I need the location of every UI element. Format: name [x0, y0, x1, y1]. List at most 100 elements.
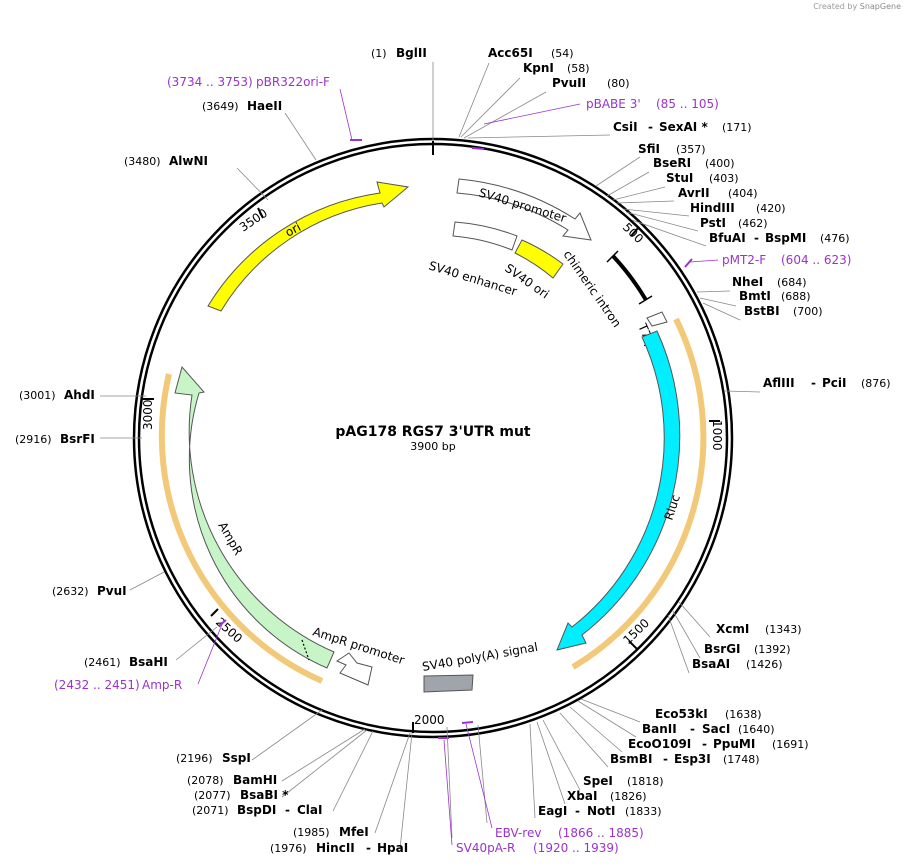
site-xbai[interactable]: XbaI: [567, 789, 597, 803]
primer-sv40pa-r[interactable]: SV40pA-R: [456, 841, 515, 855]
site-bsaai-pos: (1426): [746, 658, 783, 671]
feature-rluc[interactable]: [556, 330, 681, 651]
primer-ebv-rev[interactable]: EBV-rev: [495, 826, 541, 840]
primer-pbr322ori[interactable]: pBR322ori-F: [256, 75, 330, 89]
tick-2500: 2500: [213, 615, 245, 646]
site-bseri-pos: (400): [705, 157, 735, 170]
feature-sv40-enhancer-label: SV40 enhancer: [427, 258, 519, 298]
feature-sv40-ori[interactable]: [514, 239, 564, 279]
site-nhei[interactable]: NheI: [732, 275, 763, 289]
feature-sv40-polya-label: SV40 poly(A) signal: [421, 640, 539, 674]
site-kpni-pos: (58): [567, 62, 590, 75]
site-csii[interactable]: CsiI: [613, 120, 638, 134]
site-sexai[interactable]: SexAI *: [659, 120, 708, 134]
site-bstbi[interactable]: BstBI: [744, 304, 780, 318]
site-bglii[interactable]: BglII: [396, 46, 427, 60]
tick-1000: 1000: [710, 420, 724, 451]
primer-mark-ebv: [461, 721, 474, 724]
site-hpai[interactable]: HpaI: [377, 841, 408, 855]
site-bsmbi[interactable]: BsmBI: [610, 752, 652, 766]
site-labels-right: (1) BglII Acc65I (54) KpnI (58) PvuII (8…: [371, 46, 891, 855]
site-bsahi[interactable]: BsaHI: [129, 655, 168, 669]
site-ahdi-pos: (3001): [19, 389, 56, 402]
site-bsrfi[interactable]: BsrFI: [60, 432, 95, 446]
site-banii[interactable]: BanII: [642, 722, 677, 736]
site-bseri[interactable]: BseRI: [653, 156, 691, 170]
feature-t7-promoter[interactable]: [646, 311, 668, 327]
site-mfei[interactable]: MfeI: [339, 825, 369, 839]
site-bamhi[interactable]: BamHI: [233, 773, 277, 787]
site-bsrgi[interactable]: BsrGI: [704, 642, 741, 656]
site-pvuii[interactable]: PvuII: [552, 76, 586, 90]
site-pcii[interactable]: PciI: [822, 376, 847, 390]
site-acc65i[interactable]: Acc65I: [488, 46, 533, 60]
site-avrii[interactable]: AvrII: [678, 186, 710, 200]
site-haeii[interactable]: HaeII: [247, 99, 282, 113]
tick-2500-mark: [210, 608, 219, 617]
site-mfei-pos: (1985): [293, 826, 330, 839]
site-alwni-pos: (3480): [124, 155, 161, 168]
site-eagi[interactable]: EagI: [538, 804, 567, 818]
site-sep: -: [648, 120, 653, 134]
site-eco53ki-pos: (1638): [725, 708, 762, 721]
site-ppumi[interactable]: PpuMI: [713, 737, 755, 751]
tick-2000: 2000: [414, 713, 445, 727]
site-stui[interactable]: StuI: [666, 171, 693, 185]
tick-500-mark: [630, 226, 640, 237]
site-sspi[interactable]: SspI: [222, 751, 251, 765]
site-alwni[interactable]: AlwNI: [169, 154, 208, 168]
feature-sv40-polya[interactable]: [423, 674, 474, 693]
site-afliii[interactable]: AflIII: [763, 376, 795, 390]
site-spei-pos: (1818): [627, 775, 664, 788]
primer-amp-r[interactable]: Amp-R: [142, 678, 182, 692]
site-avrii-pos: (404): [728, 187, 758, 200]
site-clai[interactable]: ClaI: [297, 803, 322, 817]
primer-pbr322ori-range: (3734 .. 3753): [167, 75, 253, 89]
primer-mark-pmt2: [684, 258, 693, 268]
site-sep6: -: [663, 752, 668, 766]
feature-ori-label: ori: [283, 220, 303, 240]
site-sfii[interactable]: SfiI: [638, 142, 660, 156]
site-bsaai[interactable]: BsaAI: [692, 657, 730, 671]
site-xcmi[interactable]: XcmI: [716, 622, 749, 636]
site-esp3i[interactable]: Esp3I: [674, 752, 711, 766]
site-bspdi[interactable]: BspDI: [237, 803, 276, 817]
site-bspmi[interactable]: BspMI: [765, 231, 806, 245]
site-bsabi-pos: (2077): [194, 789, 231, 802]
site-spei[interactable]: SpeI: [583, 774, 613, 788]
primer-pbabe[interactable]: pBABE 3': [586, 97, 641, 111]
feature-sv40-promoter-label: SV40 promoter: [477, 185, 568, 225]
site-stui-pos: (403): [709, 172, 739, 185]
site-kpni[interactable]: KpnI: [523, 61, 554, 75]
site-bsabi[interactable]: BsaBI *: [240, 788, 289, 802]
feature-ampr-promoter[interactable]: [335, 652, 373, 686]
site-ecoo109i[interactable]: EcoO109I: [628, 737, 691, 751]
site-bmti[interactable]: BmtI: [739, 289, 771, 303]
site-hindiii[interactable]: HindIII: [690, 201, 735, 215]
site-saci[interactable]: SacI: [702, 722, 730, 736]
site-eco53ki[interactable]: Eco53kI: [655, 707, 708, 721]
leader-lines: [100, 62, 761, 850]
primer-pmt2f-range: (604 .. 623): [781, 253, 851, 267]
site-bsrfi-pos: (2916): [15, 433, 52, 446]
site-ahdi[interactable]: AhdI: [64, 388, 95, 402]
site-hincii[interactable]: HincII: [316, 841, 355, 855]
site-sfii-pos: (357): [676, 143, 706, 156]
site-pvui[interactable]: PvuI: [97, 584, 127, 598]
feature-sv40-enhancer[interactable]: [452, 221, 518, 251]
tick-1500-mark: [628, 640, 638, 650]
feature-ampr-highlight: [158, 373, 324, 684]
feature-ori[interactable]: [207, 181, 410, 312]
site-sep7: -: [575, 804, 580, 818]
feature-ampr[interactable]: [174, 365, 335, 669]
site-ppumi-pos: (1691): [772, 738, 809, 751]
primer-pmt2f[interactable]: pMT2-F: [722, 253, 766, 267]
site-bstbi-pos: (700): [793, 305, 823, 318]
site-noti[interactable]: NotI: [587, 804, 616, 818]
site-bsahi-pos: (2461): [84, 656, 121, 669]
site-bfuai[interactable]: BfuAI: [709, 231, 746, 245]
site-sspi-pos: (2196): [176, 752, 213, 765]
feature-sv40-promoter[interactable]: [456, 178, 592, 241]
site-psti[interactable]: PstI: [700, 216, 726, 230]
